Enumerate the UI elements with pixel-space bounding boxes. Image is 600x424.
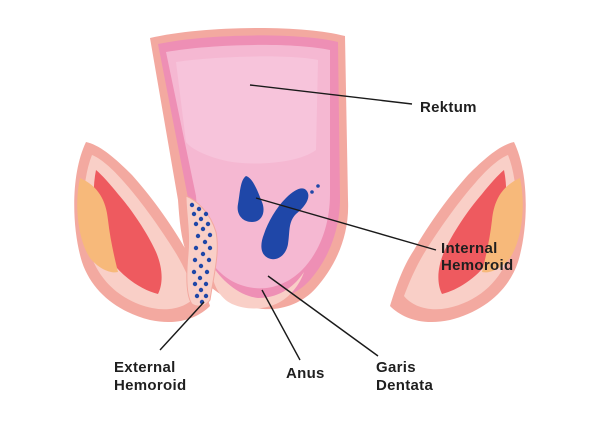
right-fat — [482, 178, 523, 273]
external-hemorrhoid-dots — [189, 202, 213, 305]
internal-leader — [255, 197, 437, 251]
garis-dentata-label-line2: Dentata — [376, 377, 433, 394]
right-muscle — [438, 170, 507, 294]
garis-leader — [267, 275, 379, 357]
left-muscle — [93, 170, 162, 294]
rectum-inner-lumen — [176, 56, 318, 164]
rektum-leader — [249, 84, 413, 105]
internal-hemoroid-label-line2: Hemoroid — [441, 257, 513, 274]
external-hemoroid-label-line2: Hemoroid — [114, 377, 186, 394]
garis-dentata-label-line1: Garis — [376, 359, 416, 376]
internal-hemorrhoid-drop-right — [261, 188, 309, 260]
left-fat — [77, 178, 118, 273]
left-side-tissue — [74, 142, 210, 323]
anal-canal — [210, 262, 304, 309]
internal-hemorrhoid-drop-left — [237, 176, 264, 222]
rektum-label: Rektum — [420, 99, 477, 116]
external-hemorrhoid — [185, 195, 218, 307]
internal-hemorrhoid — [237, 176, 309, 260]
external-hemoroid-label-line1: External — [114, 359, 176, 376]
right-side-tissue — [390, 142, 526, 323]
external-leader — [159, 301, 205, 351]
anus-leader — [261, 289, 301, 361]
internal-hemoroid-label-line1: Internal — [441, 240, 498, 257]
anus-label: Anus — [286, 365, 325, 382]
